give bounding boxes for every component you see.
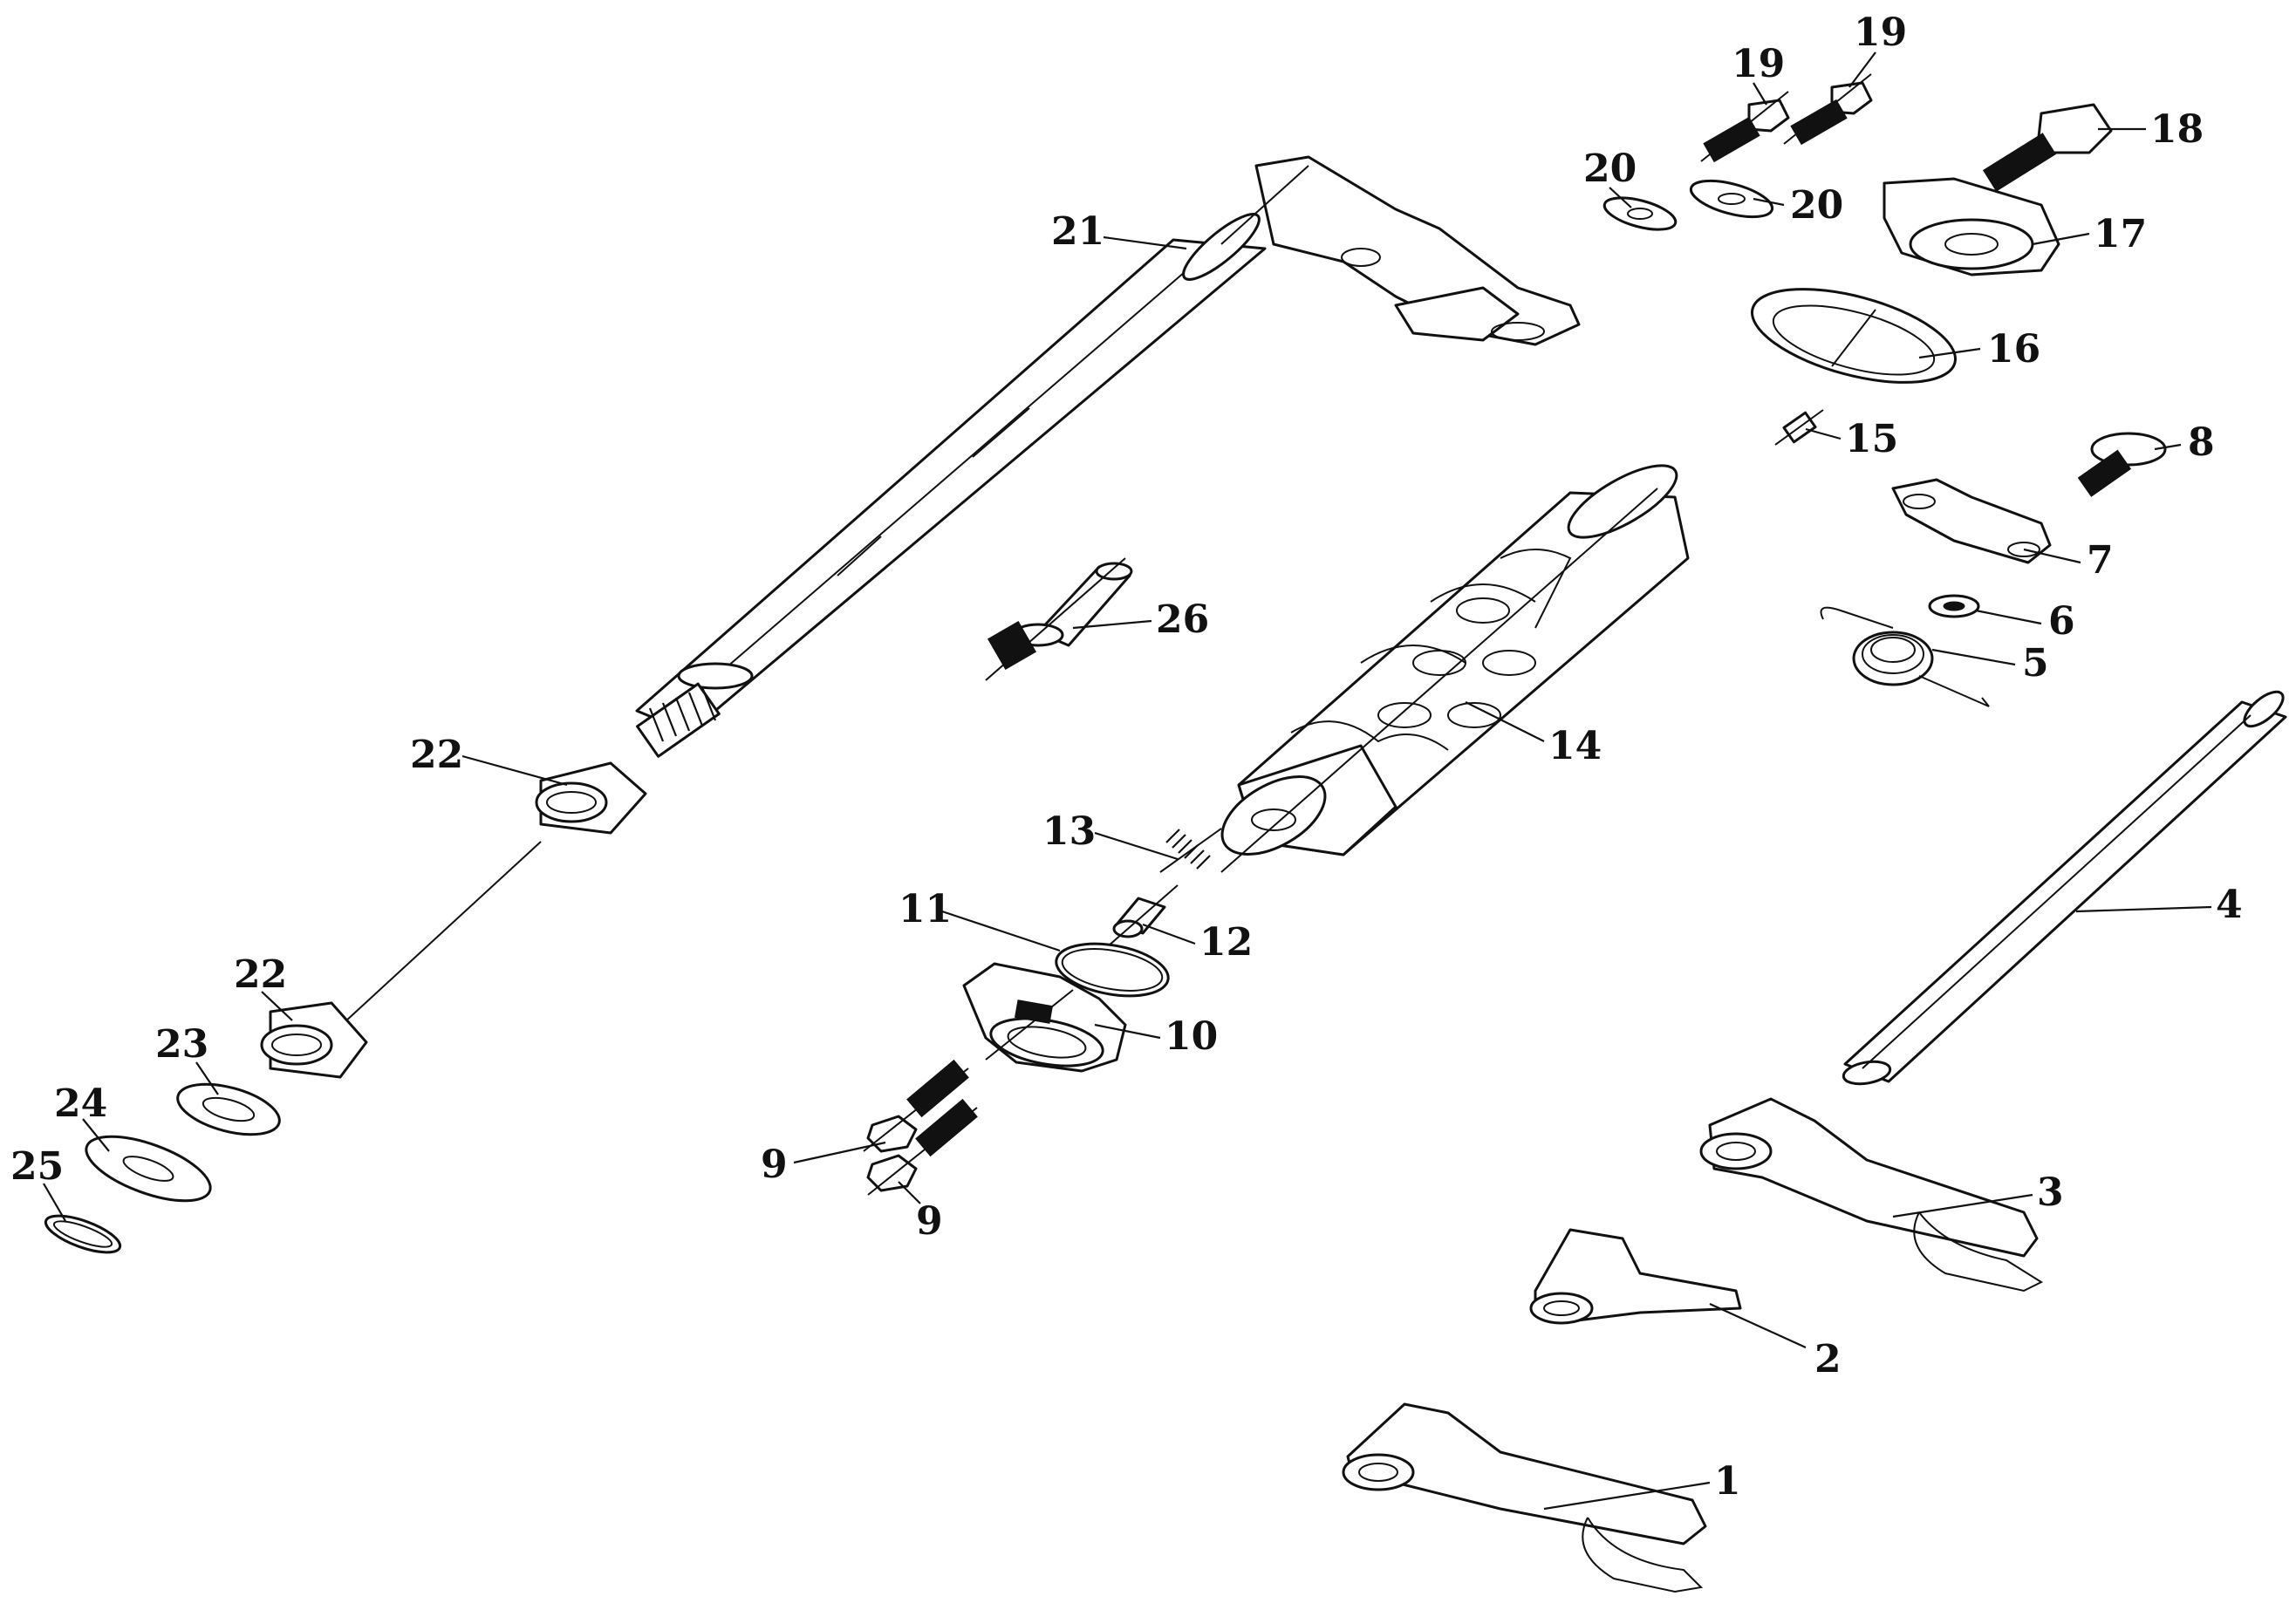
part-number-labels: 1 2 3 4 5 6 7 8 9 9 10 11 12 13 14 15 16… [10,10,2243,1504]
leader-19b [1848,51,1876,88]
part-26-pin [985,557,1133,681]
leader-9b [898,1181,921,1204]
part-18-bolt [1982,103,2113,192]
label-part-20-left: 20 [1583,147,1637,191]
leader-22b [261,991,293,1021]
part-6-collar [1928,594,1980,618]
leader-16 [1918,347,1981,359]
label-part-21: 21 [1051,209,1104,254]
leader-6 [1975,609,2042,625]
leader-4 [2075,905,2212,913]
leader-19a [1753,82,1767,106]
part-13-spring [1159,828,1222,873]
leader-8 [2154,443,2182,451]
leader-22a [461,754,568,787]
label-part-2: 2 [1814,1337,1842,1381]
label-part-5: 5 [2022,641,2049,686]
part-4-fork-shaft [1842,690,2287,1086]
leader-5 [1931,648,2016,666]
part-16-oil-seal [1751,288,1957,384]
label-part-24: 24 [54,1081,107,1126]
leader-23 [195,1061,219,1095]
label-part-25: 25 [10,1144,64,1189]
leader-15 [1805,427,1842,440]
label-part-15: 15 [1845,417,1898,461]
label-part-9-bottom: 9 [916,1199,943,1244]
part-2-shift-fork [1529,1228,1742,1325]
label-part-22-lower: 22 [234,952,287,997]
leader-11 [941,910,1061,952]
leader-20b [1753,197,1785,207]
part-23-washer [176,1082,281,1136]
leader-14 [1465,701,1545,742]
label-part-19-left: 19 [1732,42,1785,86]
label-part-23: 23 [155,1022,208,1067]
part-14-shift-drum [1220,464,1690,873]
leader-24 [82,1118,110,1152]
label-part-8: 8 [2188,420,2215,465]
label-part-16: 16 [1987,327,2040,372]
label-part-9-left: 9 [761,1143,788,1187]
label-part-19-right: 19 [1854,10,1907,55]
part-3-shift-fork [1699,1097,2044,1293]
part-22-needle-bearing-lower [260,1001,368,1079]
part-24-thrust-washer [85,1135,212,1203]
part-12-plunger [1107,884,1179,947]
label-part-22-upper: 22 [410,733,463,777]
part-9-bolts [863,1059,978,1196]
leader-lines [43,51,2212,1511]
label-part-11: 11 [899,887,952,931]
leader-25 [43,1183,66,1222]
leader-21 [1103,235,1187,250]
part-17-flange [1883,177,2060,276]
part-20-washers [1602,179,1774,231]
leader-26 [1072,619,1152,630]
leader-20a [1609,187,1632,208]
label-part-10: 10 [1165,1014,1218,1059]
part-11-o-ring [1055,942,1170,998]
label-part-13: 13 [1042,809,1096,854]
label-part-20-right: 20 [1790,183,1843,228]
leader-17 [2032,232,2090,246]
part-8-screw [2077,432,2167,497]
leader-9a [793,1141,886,1164]
leader-1 [1543,1481,1711,1511]
label-part-26: 26 [1156,597,1209,642]
label-part-1: 1 [1714,1459,1741,1504]
part-10-bearing-holder [962,962,1127,1073]
label-part-4: 4 [2216,883,2243,927]
part-25-circlip [44,1214,122,1254]
part-22-needle-bearing-upper [535,761,647,835]
part-15-dowel [1774,409,1824,446]
leader-2 [1709,1302,1807,1349]
part-19-bolts [1700,73,1873,163]
leader-12 [1142,923,1196,945]
part-21-shift-shaft [635,155,1581,758]
assembly-axis-bearings [322,841,542,1043]
label-part-7: 7 [2087,538,2114,583]
label-part-3: 3 [2037,1170,2064,1215]
leader-10 [1094,1023,1161,1040]
label-part-18: 18 [2150,107,2204,152]
part-7-stopper-lever [1891,478,2052,564]
part-1-shift-fork [1342,1402,1707,1593]
label-part-14: 14 [1548,724,1602,768]
label-part-17: 17 [2094,212,2147,256]
leader-3 [1892,1193,2033,1218]
leader-13 [1094,831,1179,861]
part-5-torsion-spring [1820,606,1990,707]
label-part-6: 6 [2048,599,2075,644]
label-part-12: 12 [1199,920,1253,965]
leader-7 [2023,548,2081,564]
